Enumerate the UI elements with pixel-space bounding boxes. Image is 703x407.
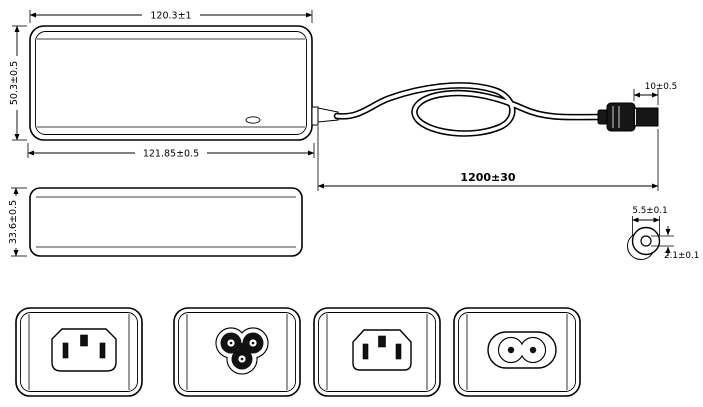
adapter-top-view-inner-contour bbox=[35, 31, 307, 135]
dim-front-height: 50.3±0.5 bbox=[9, 25, 27, 141]
dim-front-height-label: 50.3±0.5 bbox=[9, 61, 20, 105]
end-view-inner-contour bbox=[458, 312, 576, 392]
c6-pin-dot bbox=[251, 341, 255, 345]
plug-end-center-pin bbox=[640, 235, 652, 247]
dim-bottom-width: 121.85±0.5 bbox=[27, 143, 315, 160]
c18-recess bbox=[352, 329, 412, 371]
c6-pin-dot bbox=[229, 341, 233, 345]
inlet-end-view-c8 bbox=[453, 307, 581, 397]
dim-cable-length: 1200±30 bbox=[317, 126, 659, 191]
dim-plug-length: 10±0.5 bbox=[633, 82, 678, 105]
inlet-end-view-c18 bbox=[313, 307, 441, 397]
end-view-inner-contour bbox=[178, 312, 296, 392]
dim-bottom-width-label: 121.85±0.5 bbox=[143, 149, 199, 160]
plug-barrel bbox=[633, 107, 659, 127]
dim-side-height: 33.6±0.5 bbox=[8, 187, 27, 257]
output-cable bbox=[311, 82, 604, 137]
dim-plug-outer-dia-label: 5.5±0.1 bbox=[632, 206, 667, 216]
adapter-side-view bbox=[29, 187, 303, 257]
c8-pin bbox=[529, 346, 537, 354]
c14-pin-left bbox=[62, 342, 69, 359]
strain-relief bbox=[317, 107, 339, 123]
inlet-end-view-c6 bbox=[173, 307, 301, 397]
dim-cable-length-label: 1200±30 bbox=[460, 171, 515, 184]
dim-plug-length-label: 10±0.5 bbox=[645, 82, 678, 92]
inlet-end-view-c14 bbox=[15, 307, 143, 397]
dc-plug-end-view bbox=[627, 226, 661, 260]
adapter-top-view-body bbox=[29, 25, 313, 141]
cable-exit-bushing bbox=[311, 106, 319, 126]
c14-recess bbox=[51, 328, 117, 372]
dim-plug-pin-dia-label: 2.1±0.1 bbox=[664, 251, 699, 261]
dim-top-width: 120.3±1 bbox=[29, 9, 313, 23]
adapter-side-view-body bbox=[29, 187, 303, 257]
dim-plug-pin-dia: 2.1±0.1 bbox=[651, 226, 699, 261]
plug-body bbox=[606, 102, 636, 132]
c18-pin-center bbox=[378, 335, 386, 348]
dim-plug-outer-dia: 5.5±0.1 bbox=[632, 206, 668, 236]
cable-inner bbox=[335, 83, 602, 136]
c8-pin bbox=[507, 346, 515, 354]
c6-pin-dot bbox=[240, 357, 244, 361]
led-window bbox=[245, 116, 261, 124]
adapter-top-view bbox=[29, 25, 313, 141]
dim-top-width-label: 120.3±1 bbox=[150, 11, 191, 22]
dim-side-height-label: 33.6±0.5 bbox=[8, 200, 19, 244]
dc-plug-side-view bbox=[597, 102, 659, 132]
c18-pin-left bbox=[362, 343, 369, 360]
c14-pin-right bbox=[99, 342, 106, 359]
end-view-inner-contour bbox=[20, 312, 138, 392]
c14-pin-ground bbox=[80, 334, 88, 347]
c18-pin-right bbox=[395, 343, 402, 360]
end-view-inner-contour bbox=[318, 312, 436, 392]
